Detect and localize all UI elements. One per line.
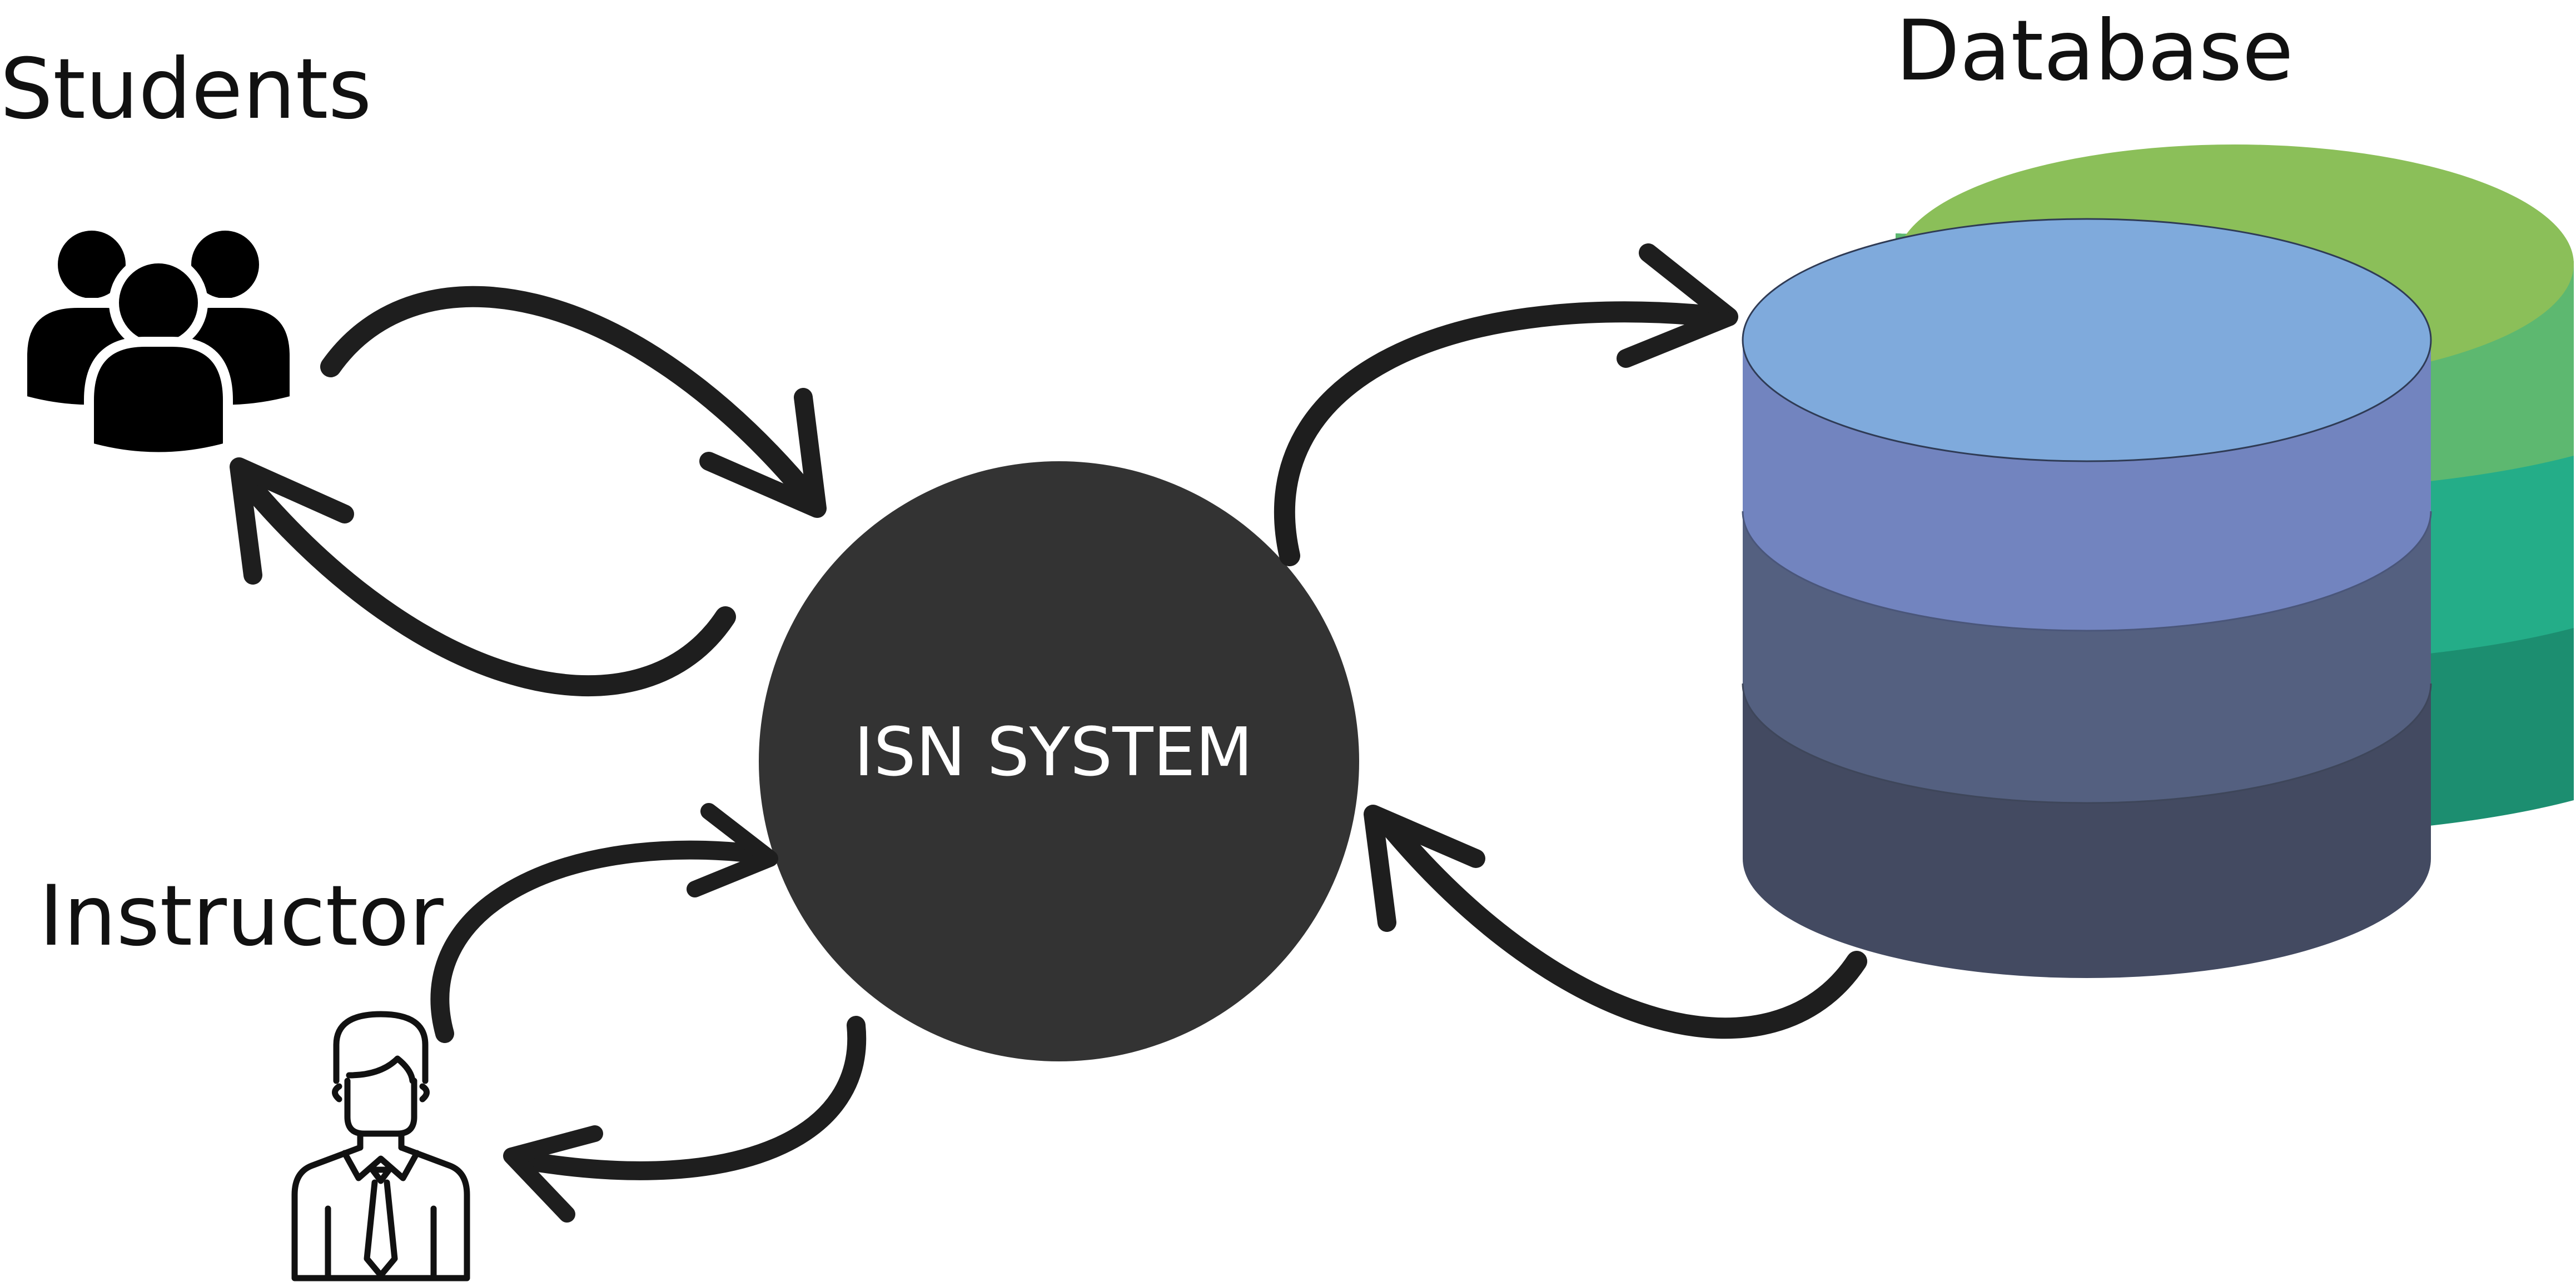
instructor-person-icon xyxy=(291,1011,470,1281)
isn-system-circle xyxy=(759,461,1359,1061)
isn-system-label: ISN SYSTEM xyxy=(854,714,1253,791)
database-front-top xyxy=(1742,218,2432,462)
students-group-icon xyxy=(17,221,300,462)
arrow-database-to-system xyxy=(1364,805,1867,1039)
database-front-stack xyxy=(1742,218,2432,978)
arrow-instructor-to-system xyxy=(430,803,778,1043)
database-cylinder-icon xyxy=(1742,144,2574,978)
instructor-label: Instructor xyxy=(39,868,444,965)
arrow-students-to-system xyxy=(320,286,827,518)
arrow-system-to-students xyxy=(230,457,736,697)
database-label: Database xyxy=(1896,3,2294,99)
isn-system-node: ISN SYSTEM xyxy=(759,461,1359,1061)
arrow-system-to-database xyxy=(1274,243,1738,566)
arrow-system-to-instructor xyxy=(503,1016,867,1223)
students-label: Students xyxy=(0,41,372,138)
